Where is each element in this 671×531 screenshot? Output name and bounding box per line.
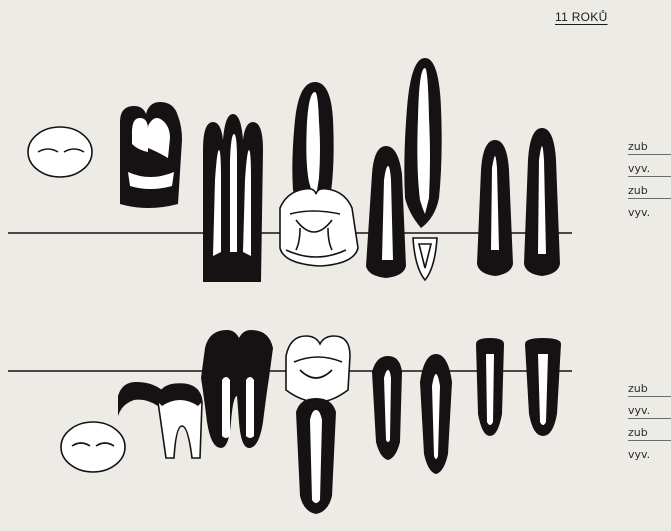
lower-premolar-first xyxy=(372,356,402,460)
upper-canine-with-primary xyxy=(404,58,441,280)
upper-molar-crown-developing xyxy=(120,102,182,208)
legend-lower-tooth-1: zub xyxy=(628,382,671,397)
legend-lower-development-1: vyv. xyxy=(628,404,671,419)
upper-deciduous-molar xyxy=(280,189,358,266)
lower-incisor-lateral xyxy=(476,338,504,436)
legend-upper-tooth-2: zub xyxy=(628,184,671,199)
legend-lower-tooth-2: zub xyxy=(628,426,671,441)
lower-incisor-central xyxy=(525,338,561,436)
upper-first-molar xyxy=(203,114,263,282)
legend-lower-development-2: vyv. xyxy=(628,448,671,462)
lower-molar-crown-developing xyxy=(118,382,162,416)
lower-deciduous-molar xyxy=(158,384,202,458)
legend-upper-tooth-1: zub xyxy=(628,140,671,155)
upper-tooth-germ-oval xyxy=(28,127,92,177)
legend-upper-development-2: vyv. xyxy=(628,206,671,220)
upper-incisor-lateral xyxy=(477,140,513,276)
upper-incisor-central xyxy=(524,128,560,276)
legend-upper-development-1: vyv. xyxy=(628,162,671,177)
lower-first-molar xyxy=(201,330,273,448)
lower-primary-molar-with-premolar xyxy=(286,336,350,514)
upper-premolar xyxy=(366,146,406,278)
page-title: 11 ROKŮ xyxy=(555,10,608,24)
lower-tooth-germ-oval xyxy=(61,422,125,472)
lower-premolar-second xyxy=(420,354,452,474)
